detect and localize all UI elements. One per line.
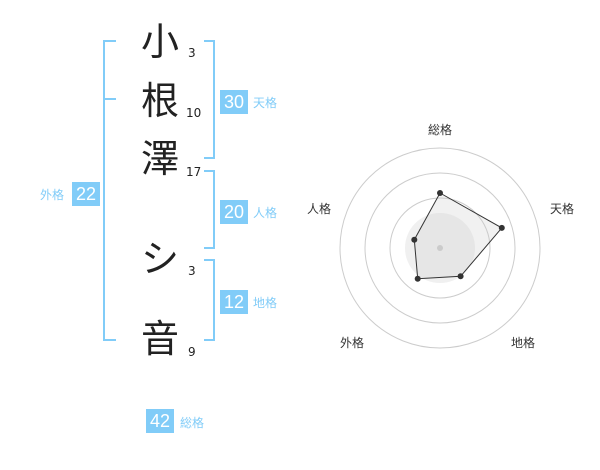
radar-axis-label-tenkaku: 天格 [550, 202, 575, 216]
tenkaku-label: 天格 [253, 96, 278, 110]
stroke-count-4: 3 [188, 264, 196, 278]
radar-ring-2 [389, 197, 491, 299]
name-char-3: 澤 [140, 137, 179, 181]
radar-axis-label-chikaku: 地格 [511, 336, 536, 350]
stroke-count-1: 3 [188, 46, 196, 60]
jinkaku-label: 人格 [253, 206, 278, 220]
radar-point-1 [437, 190, 443, 196]
chikaku-label: 地格 [253, 296, 278, 310]
radar-point-4 [414, 275, 421, 282]
stroke-count-2: 10 [186, 106, 202, 120]
radar-axis-label-gaikaku: 外格 [340, 336, 365, 350]
radar-point-3 [457, 273, 464, 280]
chikaku-score: 12 [220, 290, 248, 314]
radar-center-dot [437, 245, 443, 251]
radar-point-5 [411, 236, 418, 243]
tenkaku-score: 30 [220, 90, 248, 114]
stroke-count-3: 17 [186, 165, 202, 179]
soukaku-score: 42 [146, 409, 174, 433]
radar-polygon [413, 192, 503, 280]
gaikaku-label: 外格 [40, 188, 65, 202]
soukaku-label: 総格 [180, 416, 205, 430]
jinkaku-score: 20 [220, 200, 248, 224]
gaikaku-bracket [103, 40, 116, 341]
name-char-5: 音 [140, 317, 179, 361]
tenkaku-bracket [204, 40, 215, 159]
jinkaku-bracket [204, 170, 215, 249]
radar-axis-label-soukaku: 総格 [428, 123, 453, 137]
name-char-1: 小 [140, 20, 179, 64]
radar-ring-4 [339, 147, 541, 349]
gaikaku-score: 22 [72, 182, 100, 206]
radar-ring-3 [364, 172, 516, 324]
radar-point-2 [498, 224, 505, 231]
name-char-4: シ [140, 237, 179, 281]
chikaku-bracket [204, 259, 215, 341]
name-char-2: 根 [140, 79, 179, 123]
radar-axis-label-jinkaku: 人格 [307, 202, 332, 216]
stroke-count-5: 9 [188, 345, 196, 359]
